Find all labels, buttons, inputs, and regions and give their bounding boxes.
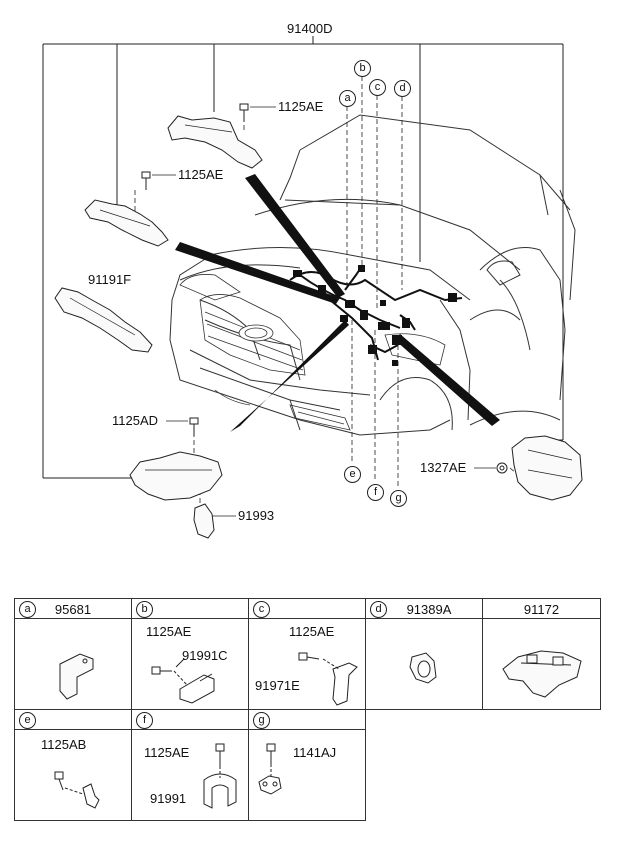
cell-label: 1141AJ	[293, 745, 337, 760]
table-header-row-2: e f g	[14, 709, 601, 730]
assembly-number: 91400D	[287, 21, 333, 36]
callout-f: f	[367, 484, 384, 501]
part-label-1125ad: 1125AD	[112, 413, 159, 428]
cell-body-91172	[482, 618, 601, 710]
cell-header-f: f	[131, 709, 249, 730]
table-header-row-1: a 95681 b c d 91389A 91172	[14, 598, 601, 619]
part-label-91993: 91993	[238, 508, 275, 523]
cell-header-g: g	[248, 709, 366, 730]
table-body-row-1: 1125AE 91991C 1125AE 91971E	[14, 618, 601, 710]
empty-cell	[483, 710, 601, 730]
cell-body-a	[14, 618, 132, 710]
lower-grille	[214, 389, 351, 431]
table-body-row-2: 1125AB 1125AE 91991 1	[14, 729, 601, 821]
cell-header-91172: 91172	[482, 598, 601, 619]
junction-block-91172-icon	[502, 650, 582, 698]
cell-letter: a	[19, 601, 36, 618]
callout-g: g	[390, 490, 407, 507]
harness-connectors	[293, 265, 457, 366]
assembly-bracket-lines	[42, 36, 564, 479]
bolt-and-bracket-c-icon	[298, 652, 358, 706]
empty-cell	[483, 730, 601, 821]
part-label-1327ae: 1327AE	[420, 460, 467, 475]
headlight	[179, 274, 446, 366]
part-label-1125ae-top: 1125AE	[278, 99, 324, 114]
vehicle-outline	[169, 114, 576, 436]
cell-header-e: e	[14, 709, 132, 730]
cell-body-g: 1141AJ	[248, 729, 366, 821]
empty-cell	[366, 710, 483, 730]
bolt-and-clip-g-icon	[258, 743, 282, 795]
cell-label: 1125AB	[41, 737, 87, 752]
callout-leaders	[134, 76, 523, 508]
label-leaders	[152, 106, 496, 517]
cell-label: 1125AE	[289, 624, 335, 639]
bolt-icons	[141, 103, 508, 474]
parts-reference-table: a 95681 b c d 91389A 91172	[14, 598, 601, 821]
cell-body-d	[365, 618, 483, 710]
cell-body-f: 1125AE 91991	[131, 729, 249, 821]
callout-c: c	[369, 79, 386, 96]
cell-letter: e	[19, 712, 36, 729]
bolt-and-bracket-b-icon	[151, 658, 215, 704]
callout-b: b	[354, 60, 371, 77]
cell-body-c: 1125AE 91971E	[248, 618, 366, 710]
cell-part-number: 91172	[523, 602, 560, 617]
cell-letter: c	[253, 601, 270, 618]
cell-header-a: a 95681	[14, 598, 132, 619]
cell-body-e: 1125AB	[14, 729, 132, 821]
cell-header-d: d 91389A	[365, 598, 483, 619]
cell-letter: d	[370, 601, 387, 618]
vehicle-wiring-illustration	[42, 36, 583, 539]
cell-body-b: 1125AE 91991C	[131, 618, 249, 710]
cell-label: 1125AE	[146, 624, 192, 639]
harness-pointer-arrows	[175, 174, 500, 432]
cell-label: 1125AE	[144, 745, 190, 760]
cell-letter: b	[136, 601, 153, 618]
callout-e: e	[344, 466, 361, 483]
cell-label: 91971E	[255, 678, 300, 693]
callout-a: a	[339, 90, 356, 107]
bolt-and-clip-e-icon	[54, 771, 100, 809]
bolt-and-bracket-f-icon	[203, 743, 237, 809]
cell-label: 91991C	[182, 648, 228, 663]
cell-part-number: 91389A	[406, 602, 452, 617]
empty-cell	[366, 730, 483, 821]
grommet-91389a-icon	[409, 652, 437, 684]
grille	[199, 294, 306, 376]
bracket-details	[69, 124, 573, 479]
cell-part-number: 95681	[54, 602, 92, 617]
part-label-1125ae-left: 1125AE	[178, 167, 224, 182]
cell-header-c: c	[248, 598, 366, 619]
bracket-parts	[54, 115, 583, 539]
bracket-95681-icon	[59, 653, 94, 700]
cell-header-b: b	[131, 598, 249, 619]
cell-letter: g	[253, 712, 270, 729]
callout-d: d	[394, 80, 411, 97]
part-label-91191f: 91191F	[88, 272, 132, 287]
cell-label: 91991	[150, 791, 187, 806]
cell-letter: f	[136, 712, 153, 729]
